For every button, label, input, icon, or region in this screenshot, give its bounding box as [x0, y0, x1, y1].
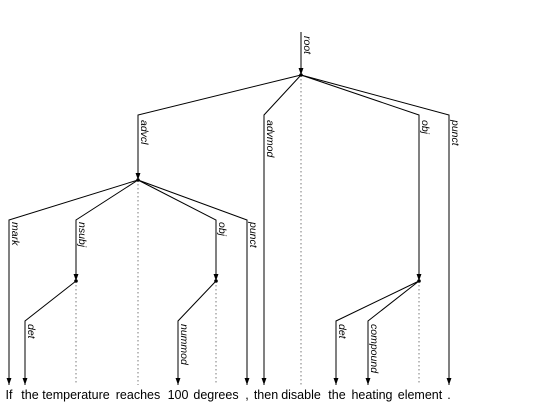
node-element [417, 279, 421, 283]
node-degrees [214, 279, 218, 283]
token-the-2: the [328, 388, 345, 402]
node-disable [299, 73, 303, 77]
token-disable: disable [281, 388, 321, 402]
edge-punct-main [300, 74, 452, 385]
edge-advmod [261, 74, 302, 385]
label-obj-main: obj [419, 120, 431, 135]
token-temperature: temperature [42, 388, 109, 402]
label-punct-main: punct [449, 119, 461, 147]
token-comma: , [245, 388, 248, 402]
label-advcl: advcl [138, 120, 150, 145]
label-root: root [301, 36, 313, 55]
token-degrees: degrees [193, 388, 238, 402]
edge-nsubj [73, 179, 139, 281]
token-if: If [6, 388, 13, 402]
edge-mark [6, 179, 139, 385]
label-punct-sub: punct [247, 221, 259, 249]
edge-det-element [333, 280, 420, 385]
token-element: element [398, 388, 443, 402]
edge-obj-main [300, 74, 422, 281]
label-det-temperature: det [25, 324, 37, 340]
edge-nummod [175, 280, 217, 385]
edge-compound [365, 280, 420, 385]
label-nummod: nummod [178, 324, 190, 366]
label-mark: mark [9, 222, 21, 246]
token-reaches: reaches [116, 388, 160, 402]
node-temperature [74, 279, 78, 283]
token-the-1: the [21, 388, 38, 402]
edge-advcl [135, 74, 302, 180]
edge-obj-sub [137, 179, 219, 281]
label-det-element: det [336, 324, 348, 340]
token-100: 100 [168, 388, 189, 402]
token-period: . [447, 388, 450, 402]
edge-det-temperature [22, 280, 77, 385]
label-obj-sub: obj [216, 222, 228, 237]
node-reaches [136, 178, 140, 182]
label-nsubj: nsubj [76, 222, 88, 248]
label-compound: compound [368, 324, 380, 374]
token-then: then [254, 388, 278, 402]
edge-punct-sub [137, 179, 250, 385]
token-heating: heating [351, 388, 392, 402]
label-advmod: advmod [264, 120, 276, 159]
